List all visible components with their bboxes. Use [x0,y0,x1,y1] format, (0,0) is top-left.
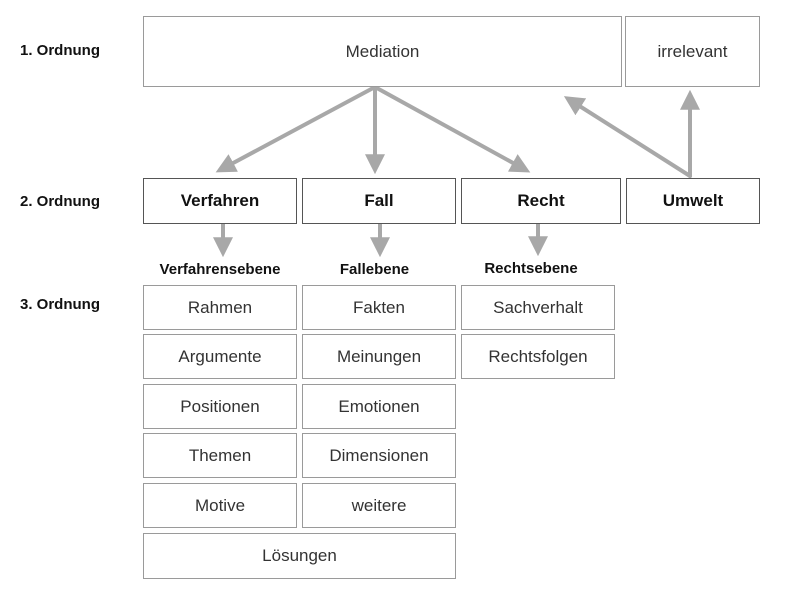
recht-box: Recht [461,178,621,224]
fallebene-item: Meinungen [302,334,456,379]
fallebene-item: Emotionen [302,384,456,429]
fallebene-item: Fakten [302,285,456,330]
verfahrensebene-item: Motive [143,483,297,528]
rechtsebene-item: Rechtsfolgen [461,334,615,379]
arrow-mediation-recht [373,85,531,173]
mediation-box: Mediation [143,16,622,87]
verfahrensebene-item: Argumente [143,334,297,379]
rechtsebene-item: Sachverhalt [461,285,615,330]
fallebene-title: Fallebene [339,261,410,278]
verfahrensebene-item: Rahmen [143,285,297,330]
umwelt-box: Umwelt [626,178,760,224]
verfahren-box: Verfahren [143,178,297,224]
rechtsebene-title: Rechtsebene [484,260,578,277]
verfahrensebene-item: Themen [143,433,297,478]
fall-box: Fall [302,178,456,224]
fallebene-item: Dimensionen [302,433,456,478]
arrow-umwelt-mediation [563,96,692,178]
verfahrensebene-title: Verfahrensebene [159,261,281,278]
verfahrensebene-item: Positionen [143,384,297,429]
loesungen-box: Lösungen [143,533,456,579]
irrelevant-box: irrelevant [625,16,760,87]
level-label-second: 2. Ordnung [20,193,100,210]
level-label-third: 3. Ordnung [20,296,100,313]
arrow-mediation-verfahren [215,85,377,173]
fallebene-item: weitere [302,483,456,528]
level-label-first: 1. Ordnung [20,42,100,59]
